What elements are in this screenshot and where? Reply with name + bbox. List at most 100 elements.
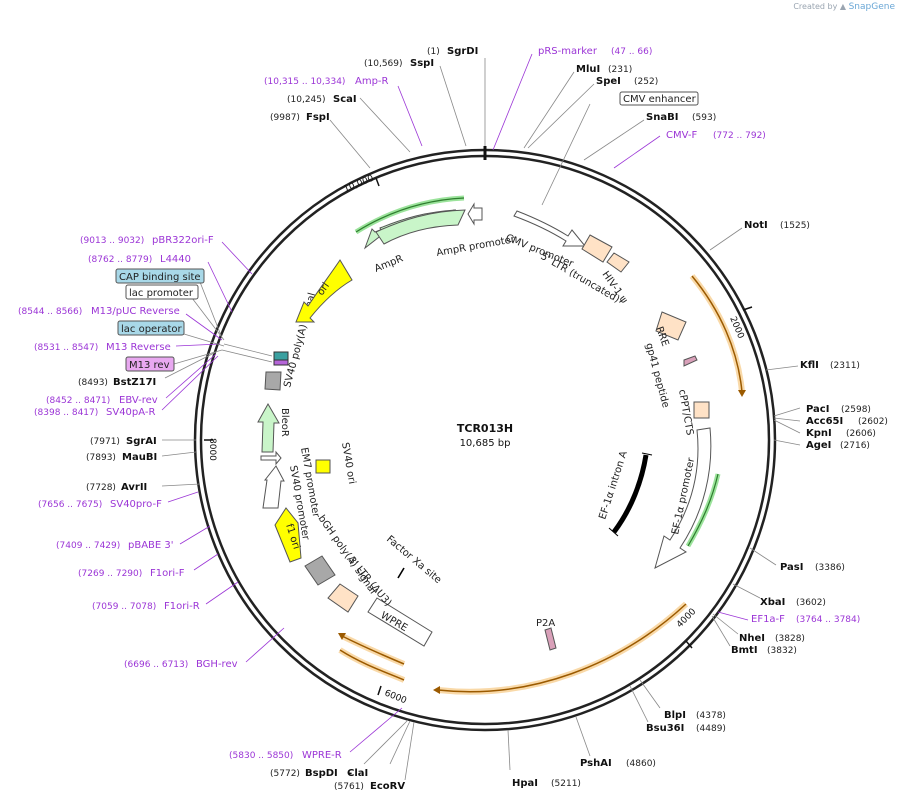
feature-wpre[interactable]: WPRE [367, 597, 433, 647]
enzyme-bspdi[interactable]: (5772) BspDI - [270, 719, 409, 779]
map-label: (2716) [840, 441, 870, 451]
enzyme-pshai[interactable]: PshAI (4860) [575, 716, 656, 769]
enzyme-spei[interactable]: SpeI (252) [527, 76, 658, 149]
map-label: BmtI [731, 645, 758, 656]
primer-l4440[interactable]: (8762 .. 8779) L4440 [88, 254, 233, 313]
map-label: (7971) [90, 437, 120, 447]
primer-ebv-rev[interactable]: (8452 .. 8471) EBV-rev [46, 353, 217, 406]
map-label: PasI [780, 562, 803, 573]
orf-arc-3 [338, 633, 406, 667]
primer-wpre-r[interactable]: (5830 .. 5850) WPRE-R [229, 707, 403, 761]
primer-pbr322ori-f[interactable]: (9013 .. 9032) pBR322ori-F [80, 235, 253, 275]
enzyme-sspi[interactable]: (10,569) SspI [364, 58, 467, 147]
enzyme-snabi[interactable]: SnaBI (593) [583, 112, 716, 161]
map-label: F1ori-R [164, 601, 200, 612]
map-label: SnaBI [646, 112, 678, 123]
primer-amp-r[interactable]: (10,315 .. 10,334) Amp-R [264, 76, 423, 147]
feature-sv40-ori[interactable]: SV40 ori [315, 442, 357, 485]
map-label: (231) [608, 65, 632, 75]
map-label: SgrDI [447, 46, 478, 57]
enzyme-hpai[interactable]: HpaI (5211) [507, 729, 581, 789]
enzyme-kpni[interactable]: KpnI (2606) [773, 419, 876, 439]
map-label: ScaI [333, 94, 357, 105]
tick-8000: 8000 [204, 438, 217, 461]
map-label: (47 .. 66) [611, 47, 652, 57]
primer-pbabe-3[interactable]: (7409 .. 7429) pBABE 3' [56, 525, 211, 551]
enzyme-sgrdi[interactable]: (1) SgrDI [427, 46, 486, 146]
label-lac-promoter[interactable]: lac promoter [125, 284, 225, 341]
feature-label: Factor Xa site [384, 534, 443, 586]
map-label: (8531 .. 8547) [34, 343, 98, 353]
map-label: (7409 .. 7429) [56, 541, 120, 551]
primer-ef1a-f[interactable]: EF1a-F (3764 .. 3784) [717, 611, 860, 625]
map-label: (4378) [696, 711, 726, 721]
plasmid-size: 10,685 bp [460, 438, 511, 449]
primer-cmv-f[interactable]: CMV-F (772 .. 792) [613, 130, 766, 169]
map-label: (7893) [86, 453, 116, 463]
feature-ori[interactable]: ori [295, 259, 353, 323]
orf-arc-1 [689, 274, 746, 397]
map-label: lac operator [121, 324, 182, 335]
enzyme-bstz17i[interactable]: (8493) BstZ17I [78, 351, 217, 388]
enzyme-mlui[interactable]: MluI (231) [523, 64, 632, 149]
enzyme-xbai[interactable]: XbaI (3602) [732, 583, 826, 608]
primer-sv40pro-f[interactable]: (7656 .. 7675) SV40pro-F [38, 491, 199, 510]
feature-cmv-enhancer[interactable]: CMV enhancer [541, 91, 699, 206]
map-label: (1) [427, 47, 440, 57]
enzyme-pasi[interactable]: PasI (3386) [749, 547, 845, 573]
enzyme-ecorv[interactable]: (5761) EcoRV [334, 721, 415, 792]
map-label: lac promoter [129, 288, 194, 299]
enzyme-bsu36i[interactable]: Bsu36I (4489) [629, 685, 726, 734]
map-label: (2606) [846, 429, 876, 439]
map-label: NheI [739, 633, 765, 644]
enzyme-acc65i[interactable]: Acc65I (2602) [773, 416, 888, 427]
map-label: EBV-rev [119, 395, 158, 406]
map-label: (10,569) [364, 59, 403, 69]
map-label: (252) [634, 77, 658, 87]
enzyme-clai[interactable]: ClaI [347, 720, 411, 779]
orf-arc-4 [338, 647, 406, 683]
map-label: L4440 [160, 254, 191, 265]
enzyme-bmti[interactable]: BmtI (3832) [711, 615, 797, 656]
brand-prefix: Created by [793, 2, 838, 11]
map-label: WPRE-R [302, 750, 342, 761]
feature-p2a[interactable]: P2A [536, 618, 557, 651]
label-lac-operator[interactable]: lac operator [117, 320, 225, 347]
feature-ef1a-promoter[interactable]: EF-1α promoter [654, 427, 712, 569]
feature-f1-ori[interactable]: f1 ori [274, 507, 302, 563]
enzyme-fspi[interactable]: (9987) FspI [270, 112, 371, 169]
lac-operator-mark [273, 351, 289, 366]
label-m13-rev[interactable]: M13 rev [125, 349, 223, 372]
map-label: (8493) [78, 378, 108, 388]
primer-m13-puc-reverse[interactable]: (8544 .. 8566) M13/pUC Reverse [18, 306, 223, 341]
tick-label: 6000 [383, 689, 408, 707]
map-label: Amp-R [355, 76, 389, 87]
enzyme-blpi[interactable]: BlpI (4378) [639, 679, 726, 721]
enzyme-kfli[interactable]: KflI (2311) [765, 360, 860, 371]
enzyme-sgrai[interactable]: (7971) SgrAI [90, 436, 196, 447]
primer-m13-reverse[interactable]: (8531 .. 8547) M13 Reverse [34, 342, 221, 353]
enzyme-noti[interactable]: NotI (1525) [709, 220, 810, 251]
primer-prs-marker[interactable]: pRS-marker (47 .. 66) [492, 46, 652, 151]
feature-ef1a-intron[interactable]: EF-1α intron A [597, 450, 653, 537]
primer-f1ori-f[interactable]: (7269 .. 7290) F1ori-F [78, 553, 219, 579]
enzyme-nhei[interactable]: NheI (3828) [712, 613, 805, 644]
enzyme-scai[interactable]: (10,245) ScaI [287, 94, 411, 153]
primer-f1ori-r[interactable]: (7059 .. 7078) F1ori-R [92, 581, 239, 612]
map-label: (10,245) [287, 95, 326, 105]
enzyme-avrii[interactable]: (7728) AvrII [86, 482, 201, 493]
map-label: (3602) [796, 598, 826, 608]
label-cap-binding-site[interactable]: CAP binding site [115, 268, 223, 339]
map-label: (1525) [780, 221, 810, 231]
enzyme-paci[interactable]: PacI (2598) [773, 404, 871, 417]
enzyme-maubi[interactable]: (7893) MauBI [86, 451, 197, 463]
feature-rre[interactable]: RRE [653, 311, 687, 348]
primer-sv40pa-r[interactable]: (8398 .. 8417) SV40pA-R [34, 355, 219, 418]
feature-bgh-polya[interactable]: bGH poly(A) signal [304, 513, 378, 596]
primer-bgh-rev[interactable]: (6696 .. 6713) BGH-rev [124, 627, 285, 670]
feature-factor-xa[interactable]: Factor Xa site [384, 534, 443, 586]
enzyme-agei[interactable]: AgeI (2716) [773, 439, 870, 451]
brand-name: SnapGene [848, 2, 895, 12]
feature-bleor[interactable]: BleoR [257, 402, 290, 453]
map-label: FspI [306, 112, 330, 123]
